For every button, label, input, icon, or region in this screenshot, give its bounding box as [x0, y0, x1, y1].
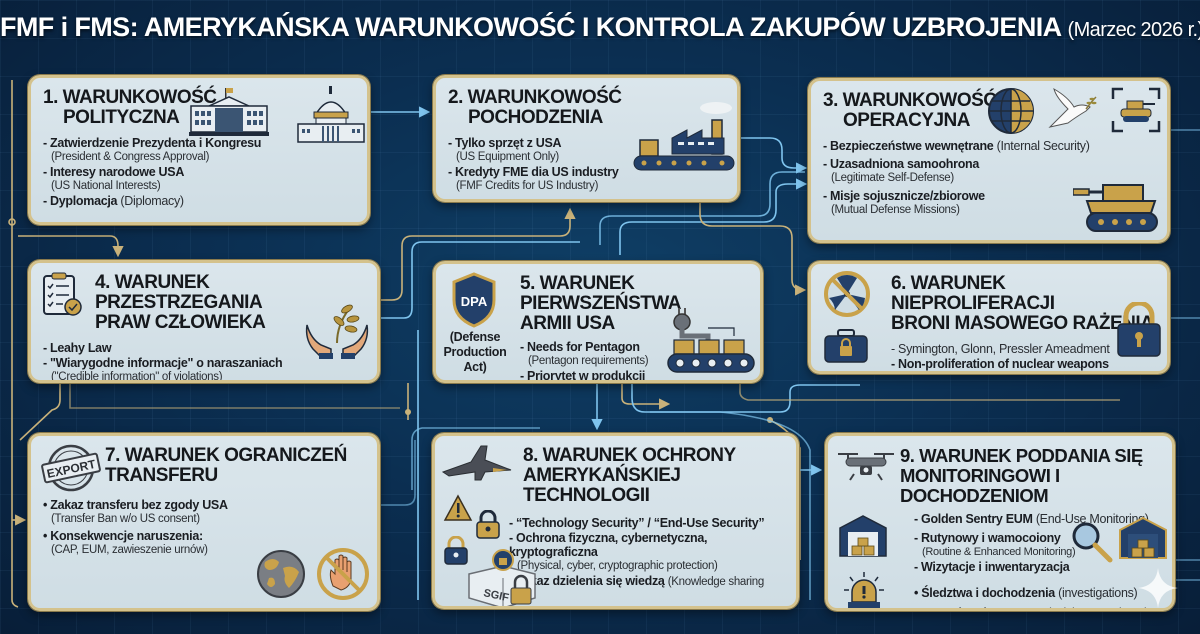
sparkle-icon	[1138, 568, 1178, 608]
list-item: - Non-proliferation of nuclear weapons(B…	[891, 357, 1109, 371]
white-house-icon	[189, 88, 269, 136]
tank-icon	[1073, 184, 1158, 232]
list-item: - Misje sojusznicze/zbiorowe(Mutual Defe…	[823, 189, 985, 216]
export-stamp-icon: EXPORT	[41, 444, 101, 492]
magnifier-icon	[1072, 522, 1113, 563]
list-item: - Leahy Law	[43, 341, 112, 355]
alarm-light-icon	[844, 572, 884, 608]
globe-icon	[988, 88, 1034, 134]
warning-icon	[443, 494, 473, 521]
list-item: - Uzasadniona samoohrona(Legitimate Self…	[823, 157, 980, 184]
sgif-box-icon: SGIF	[468, 549, 536, 606]
condition-list: • Zakaz transferu bez zgody USA(Transfer…	[43, 498, 365, 557]
warehouse-icon	[839, 515, 887, 557]
fighter-jet-icon	[441, 445, 512, 481]
list-item: - Needs for Pentagon(Pentagon requiremen…	[520, 340, 649, 367]
list-item: - “Technology Security” / “End-Use Secur…	[509, 516, 765, 530]
condition-list: - Bezpieczeństwe wewnętrane (Internal Se…	[823, 139, 1155, 217]
capitol-icon	[297, 86, 365, 143]
title-date: (Marzec 2026 r.)	[1067, 19, 1200, 41]
no-hand-icon	[317, 548, 369, 600]
title-text: FMF i FMS: AMERYKAŃSKA WARUNKOWOŚĆ I KON…	[0, 12, 1062, 42]
earth-icon	[257, 550, 305, 598]
list-item: • Śledztwa i dochodzenia (investigations…	[914, 586, 1138, 600]
list-item: - Tylko sprzęt z USA(US Equipment Only)	[448, 136, 562, 163]
condition-list: - Zatwierdzenie Prezydenta i Kongresu(Pr…	[43, 136, 355, 208]
dpa-shield-icon: DPA	[452, 272, 496, 328]
condition-list: - “Technology Security” / “End-Use Secur…	[447, 516, 784, 604]
list-item: - Bezpieczeństwe wewnętrane (Internal Se…	[823, 139, 1090, 153]
robotic-assembly-line-icon	[667, 308, 755, 373]
list-item: • Konsekwencje naruszenia:(CAP, EUM, zaw…	[43, 529, 208, 556]
list-item: - Procedury kryzysowe (Crisis Procedures…	[914, 606, 1160, 608]
svg-text:SGIF: SGIF	[482, 587, 510, 604]
warehouse-icon-2	[1119, 516, 1167, 559]
list-item: • Zakaz transferu bez zgody USA(Transfer…	[43, 498, 228, 525]
padlock-gold-icon	[476, 510, 500, 539]
list-item: - Wizytacje i inwentaryzacja	[914, 560, 1070, 574]
svg-text:DPA: DPA	[461, 294, 488, 309]
checklist-icon	[43, 272, 82, 316]
list-item: - Interesy narodowe USA(US National Inte…	[43, 165, 185, 192]
list-item: - Priorytet w produkcji(Production prior…	[520, 369, 646, 383]
padlock-blue-icon	[444, 536, 468, 565]
condition-list: - Leahy Law - "Wiarygodne informacje" o …	[43, 341, 365, 383]
tank-target-icon	[1111, 87, 1161, 133]
list-item: - Kredyty FME dia US industry(FMF Credit…	[448, 165, 619, 192]
condition-list: - Golden Sentry EUM (End-Use Monitoring)…	[840, 512, 1160, 608]
hands-plant-icon	[305, 304, 369, 359]
list-item: - Zatwierdzenie Prezydenta i Kongresu(Pr…	[43, 136, 262, 163]
dove-icon	[1048, 87, 1097, 128]
page-title: FMF i FMS: AMERYKAŃSKA WARUNKOWOŚĆ I KON…	[0, 12, 1200, 43]
list-item: - "Wiarygodne informacje" o naraszaniach…	[43, 356, 283, 383]
list-item: - Golden Sentry EUM (End-Use Monitoring)	[914, 512, 1149, 526]
drone-icon	[838, 453, 894, 481]
locked-briefcase-icon	[824, 329, 868, 363]
list-item: - Symington, Glonn, Pressler Ameadment	[891, 342, 1110, 356]
condition-list: - Needs for Pentagon(Pentagon requiremen…	[448, 340, 748, 383]
padlock-icon	[1117, 302, 1161, 357]
list-item: - Ochrona fizyczna, cybernetyczna, krypt…	[509, 531, 718, 572]
list-item: - Zakaz dzielenia się wiedzą (Knowledge …	[509, 574, 764, 603]
factory-conveyor-icon	[633, 102, 735, 171]
no-radiation-icon	[824, 271, 870, 317]
list-item: - Rutynowy i wamocoiony(Routine & Enhanc…	[914, 531, 1076, 558]
condition-list: - Tylko sprzęt z USA(US Equipment Only) …	[448, 136, 725, 193]
list-item: - Dyplomacja (Diplomacy)	[43, 194, 184, 208]
condition-list: - Symington, Glonn, Pressler Ameadment -…	[823, 342, 1155, 371]
